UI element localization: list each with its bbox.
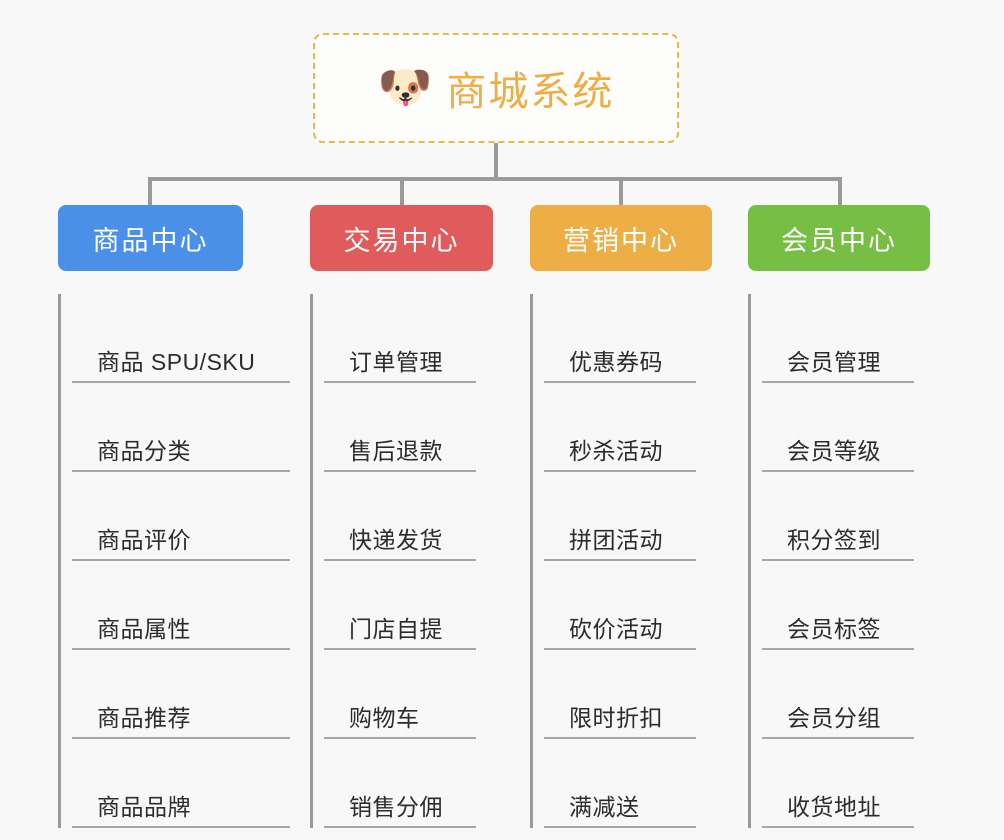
leaf-item[interactable]: 会员分组 [762, 650, 963, 739]
leaf-label: 优惠券码 [569, 349, 663, 375]
leaf-underline [762, 470, 914, 472]
leaf-item[interactable]: 商品分类 [72, 383, 298, 472]
leaf-label: 拼团活动 [569, 527, 663, 553]
leaf-underline [762, 737, 914, 739]
leaf-label: 商品 SPU/SKU [97, 349, 256, 375]
leaf-label: 满减送 [569, 794, 640, 820]
branch-header-2[interactable]: 营销中心 [530, 205, 712, 271]
branch-column-2: 营销中心 优惠券码 秒杀活动 拼团活动 砍价活动 限时折扣 [530, 205, 745, 828]
leaf-item[interactable]: 满减送 [544, 739, 745, 828]
leaf-label: 限时折扣 [569, 705, 663, 731]
leaf-item[interactable]: 购物车 [324, 650, 525, 739]
leaf-underline [324, 826, 476, 828]
root-title: 商城系统 [446, 70, 615, 114]
connector-drop-3 [838, 177, 842, 207]
leaf-list-1: 订单管理 售后退款 快递发货 门店自提 购物车 销售分佣 [310, 294, 525, 828]
leaf-item[interactable]: 商品评价 [72, 472, 298, 561]
leaf-item[interactable]: 商品推荐 [72, 650, 298, 739]
leaf-item[interactable]: 会员管理 [762, 294, 963, 383]
leaf-underline [762, 648, 914, 650]
leaf-item[interactable]: 售后退款 [324, 383, 525, 472]
leaf-label: 销售分佣 [349, 794, 443, 820]
leaf-underline [544, 648, 696, 650]
leaf-underline [72, 648, 290, 650]
leaf-item[interactable]: 销售分佣 [324, 739, 525, 828]
branch-column-0: 商品中心 商品 SPU/SKU 商品分类 商品评价 商品属性 商品推荐 [58, 205, 298, 828]
branch-column-3: 会员中心 会员管理 会员等级 积分签到 会员标签 会员分组 [748, 205, 963, 828]
connector-drop-1 [400, 177, 404, 207]
leaf-underline [544, 381, 696, 383]
branch-header-3[interactable]: 会员中心 [748, 205, 930, 271]
leaf-label: 商品分类 [97, 438, 191, 464]
leaf-underline [544, 737, 696, 739]
leaf-underline [762, 826, 914, 828]
leaf-item[interactable]: 订单管理 [324, 294, 525, 383]
branch-header-label-2: 营销中心 [563, 225, 679, 256]
leaf-label: 砍价活动 [569, 616, 663, 642]
connector-root-stem [494, 143, 498, 179]
leaf-underline [324, 470, 476, 472]
leaf-underline [762, 381, 914, 383]
branch-header-0[interactable]: 商品中心 [58, 205, 243, 271]
branch-column-1: 交易中心 订单管理 售后退款 快递发货 门店自提 购物车 [310, 205, 525, 828]
leaf-underline [544, 559, 696, 561]
leaf-label: 会员分组 [787, 705, 881, 731]
leaf-label: 秒杀活动 [569, 438, 663, 464]
branch-header-1[interactable]: 交易中心 [310, 205, 493, 271]
leaf-underline [324, 381, 476, 383]
leaf-label: 会员等级 [787, 438, 881, 464]
leaf-item[interactable]: 会员标签 [762, 561, 963, 650]
shiba-dog-face-icon: 🐶 [377, 63, 433, 112]
leaf-item[interactable]: 会员等级 [762, 383, 963, 472]
leaf-label: 收货地址 [787, 794, 881, 820]
leaf-list-0: 商品 SPU/SKU 商品分类 商品评价 商品属性 商品推荐 商品品牌 [58, 294, 298, 828]
leaf-label: 快递发货 [349, 527, 443, 553]
leaf-item[interactable]: 积分签到 [762, 472, 963, 561]
leaf-item[interactable]: 商品属性 [72, 561, 298, 650]
leaf-label: 订单管理 [349, 349, 443, 375]
branch-header-label-0: 商品中心 [92, 225, 209, 256]
leaf-label: 商品评价 [97, 527, 191, 553]
leaf-item[interactable]: 砍价活动 [544, 561, 745, 650]
leaf-underline [72, 826, 290, 828]
leaf-item[interactable]: 商品品牌 [72, 739, 298, 828]
leaf-underline [72, 381, 290, 383]
connector-drop-0 [148, 177, 152, 207]
leaf-underline [72, 470, 290, 472]
leaf-item[interactable]: 拼团活动 [544, 472, 745, 561]
leaf-label: 商品品牌 [97, 794, 191, 820]
connector-drop-2 [619, 177, 623, 207]
connector-horizontal-bus [148, 177, 842, 181]
leaf-item[interactable]: 门店自提 [324, 561, 525, 650]
leaf-label: 积分签到 [787, 527, 881, 553]
leaf-underline [72, 559, 290, 561]
leaf-label: 会员管理 [787, 349, 881, 375]
leaf-item[interactable]: 秒杀活动 [544, 383, 745, 472]
leaf-underline [544, 826, 696, 828]
leaf-item[interactable]: 快递发货 [324, 472, 525, 561]
root-node[interactable]: 🐶 商城系统 [313, 33, 679, 143]
leaf-label: 会员标签 [787, 616, 881, 642]
leaf-label: 购物车 [349, 705, 420, 731]
leaf-underline [72, 737, 290, 739]
leaf-label: 商品推荐 [97, 705, 191, 731]
leaf-underline [544, 470, 696, 472]
leaf-underline [324, 559, 476, 561]
leaf-underline [762, 559, 914, 561]
leaf-list-3: 会员管理 会员等级 积分签到 会员标签 会员分组 收货地址 [748, 294, 963, 828]
leaf-list-2: 优惠券码 秒杀活动 拼团活动 砍价活动 限时折扣 满减送 [530, 294, 745, 828]
leaf-item[interactable]: 商品 SPU/SKU [72, 294, 298, 383]
leaf-label: 门店自提 [349, 616, 443, 642]
leaf-label: 售后退款 [349, 438, 443, 464]
leaf-underline [324, 648, 476, 650]
leaf-label: 商品属性 [97, 616, 191, 642]
leaf-item[interactable]: 收货地址 [762, 739, 963, 828]
leaf-underline [324, 737, 476, 739]
branch-header-label-1: 交易中心 [343, 225, 460, 256]
leaf-item[interactable]: 优惠券码 [544, 294, 745, 383]
leaf-item[interactable]: 限时折扣 [544, 650, 745, 739]
branch-header-label-3: 会员中心 [781, 225, 897, 256]
